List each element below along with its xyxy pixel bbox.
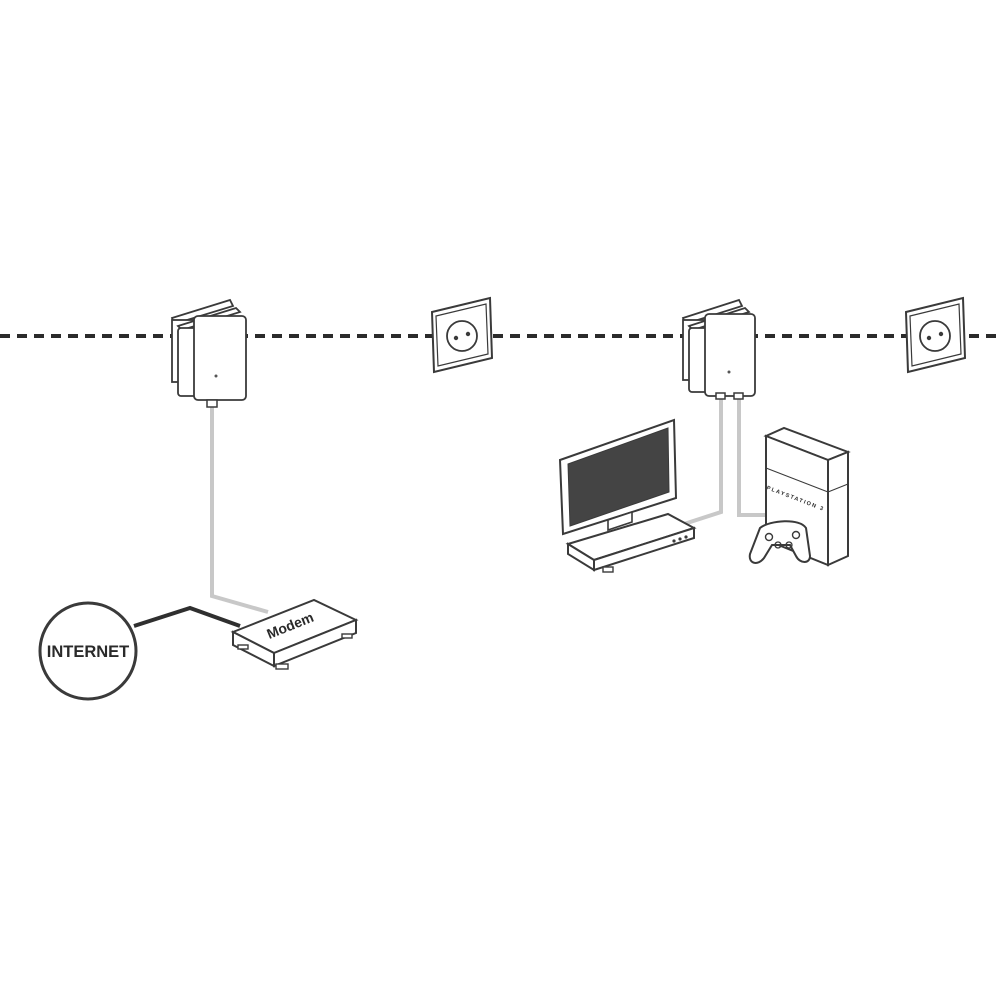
set-top-box	[565, 512, 697, 573]
ethernet-port-icon	[733, 392, 744, 400]
internet-label: INTERNET	[47, 643, 130, 661]
led-icon	[727, 370, 731, 374]
gamepad-icon	[748, 520, 812, 564]
internet-node: INTERNET	[38, 601, 138, 701]
adapter-console-cable	[737, 398, 768, 517]
powerline-adapter-2	[681, 298, 756, 400]
adapter-modem-cable	[210, 407, 269, 614]
dsl-cable	[133, 605, 241, 628]
adapter-tv-cable	[683, 398, 723, 526]
television	[558, 418, 678, 536]
powerline-adapter-1	[170, 298, 247, 408]
wall-socket-2	[904, 296, 967, 374]
ethernet-port-icon	[715, 392, 726, 400]
wall-socket-1	[430, 296, 494, 374]
modem: Modem	[230, 598, 359, 670]
tv-screen	[567, 427, 670, 527]
led-icon	[214, 374, 218, 378]
ethernet-port-icon	[206, 399, 218, 408]
